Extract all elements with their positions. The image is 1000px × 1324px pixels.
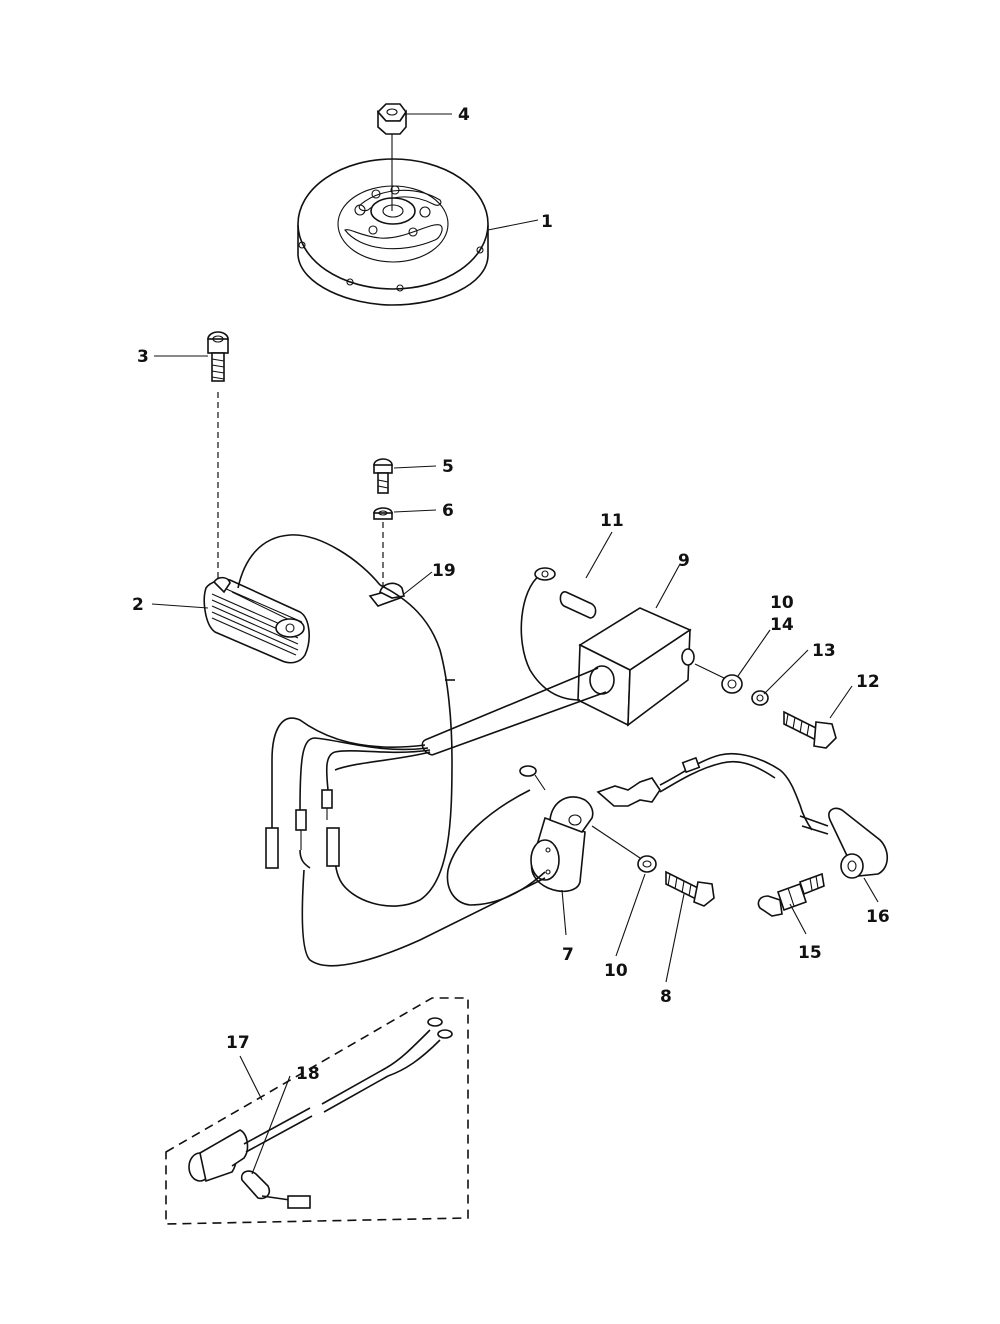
- charge-coil[interactable]: [203, 534, 381, 664]
- stop-switch[interactable]: [188, 1017, 453, 1183]
- callout-4: 4: [458, 105, 470, 125]
- cdi-unit[interactable]: [577, 607, 695, 727]
- coil-washer[interactable]: [637, 855, 657, 873]
- callout-15: 15: [798, 943, 822, 963]
- callout-3: 3: [137, 347, 149, 367]
- callout-14: 14: [770, 615, 794, 635]
- wire-clamp[interactable]: [368, 582, 405, 607]
- clamp-washer[interactable]: [373, 507, 393, 520]
- callout-9: 9: [678, 551, 690, 571]
- cdi-lock-washer[interactable]: [751, 690, 769, 706]
- callout-1: 1: [541, 212, 553, 232]
- callout-10-bottom: 10: [604, 961, 628, 981]
- lanyard-clip[interactable]: [240, 1170, 311, 1209]
- coil-bolt[interactable]: [665, 870, 715, 907]
- callout-17: 17: [226, 1033, 250, 1053]
- callout-7: 7: [562, 945, 574, 965]
- cdi-sleeve[interactable]: [520, 567, 597, 701]
- leader-lines: [151, 113, 879, 1175]
- cdi-harness[interactable]: [265, 667, 607, 869]
- clamp-screw[interactable]: [373, 458, 393, 494]
- callout-11: 11: [600, 511, 624, 531]
- cdi-bolt[interactable]: [783, 710, 837, 749]
- callout-5: 5: [442, 457, 454, 477]
- stator-screw[interactable]: [207, 331, 229, 382]
- callout-16: 16: [866, 907, 890, 927]
- ht-lead[interactable]: [596, 752, 829, 835]
- callout-18: 18: [296, 1064, 320, 1084]
- ignition-coil[interactable]: [530, 796, 594, 893]
- callout-6: 6: [442, 501, 454, 521]
- flywheel[interactable]: [297, 158, 489, 306]
- spark-plug[interactable]: [757, 872, 825, 917]
- spark-plug-cap[interactable]: [828, 807, 889, 879]
- cdi-washer[interactable]: [721, 674, 743, 694]
- callout-19: 19: [432, 561, 456, 581]
- callout-10-top: 10: [770, 593, 794, 613]
- callout-12: 12: [856, 672, 880, 692]
- callout-2: 2: [132, 595, 144, 615]
- flywheel-nut[interactable]: [376, 103, 407, 135]
- callout-8: 8: [660, 987, 672, 1007]
- callout-13: 13: [812, 641, 836, 661]
- callout-labels: 4 1 3 5 6 11 19 9 2 10 14 13 12 16 7 15 …: [132, 105, 890, 1084]
